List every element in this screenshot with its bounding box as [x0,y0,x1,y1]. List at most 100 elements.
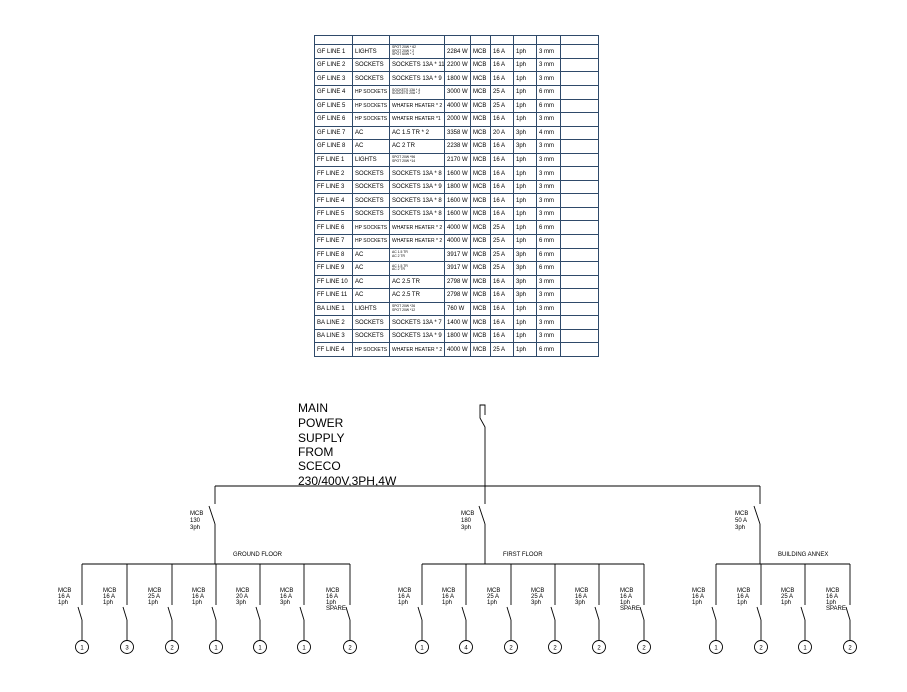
circuit-count-label: 2 [597,645,601,651]
table-cell: SPOT 20W * 62 SPOT 20W * 2 SPOT 60W * 1 [389,44,445,59]
table-cell: 1ph [513,98,537,114]
table-cell [560,98,599,114]
table-cell: GF LINE 2 [314,57,353,73]
table-cell: SOCKETS 13A * 9 [389,71,445,86]
feeder-rating-label: 16 A [575,594,587,600]
panel-title: GROUND FLOOR [233,552,283,558]
table-cell: 25 A [490,85,514,100]
circuit-count-marker [592,640,606,654]
feeder-phase-label: 1ph [398,600,408,606]
feeder-rating-label: 16 A [692,594,704,600]
main-breaker-phase-label: 3ph [461,525,471,531]
feeder-switch [255,606,261,621]
main-breaker-phase-label: 3ph [735,525,745,531]
main-breaker-switch [753,505,761,525]
circuit-count-label: 2 [348,645,352,651]
feeder-rating-label: 16 A [398,594,410,600]
supply-line: SUPPLY [298,431,344,445]
circuit-count-marker [709,640,723,654]
feeder-type-label: MCB [826,588,839,594]
feeder-switch [845,606,851,621]
feeder-type-label: MCB [442,588,455,594]
feeder-phase-label: 1ph [442,600,452,606]
supply-arrow [479,404,486,486]
feeder-type-label: MCB [737,588,750,594]
feeder-phase-label: 3ph [236,600,246,606]
feeder-switch [461,606,467,621]
supply-line: SCECO [298,459,341,473]
feeder-switch [122,606,128,621]
feeder-rating-label: 16 A [326,594,338,600]
circuit-count-label: 3 [125,645,129,651]
feeder-type-label: MCB [620,588,633,594]
circuit-count-label: 2 [848,645,852,651]
circuit-count-marker [504,640,518,654]
circuit-count-label: 2 [553,645,557,651]
feeder-type-label: MCB [398,588,411,594]
feeder-rating-label: 16 A [192,594,204,600]
feeder-switch [639,606,645,621]
feeder-switch [756,606,762,621]
circuit-count-marker [120,640,134,654]
circuit-count-marker [843,640,857,654]
feeder-phase-label: 1ph [781,600,791,606]
feeder-switch [167,606,173,621]
feeder-type-label: MCB [148,588,161,594]
table-header-cell [560,34,599,46]
feeder-phase-label: 3ph [531,600,541,606]
table-cell: WHATER HEATER * 2 [389,342,445,357]
feeder-phase-label: 1ph [326,600,336,606]
main-breaker-type-label: MCB [461,511,474,517]
circuit-count-label: 1 [80,645,84,651]
circuit-count-marker [297,640,311,654]
table-cell: GF LINE 6 [314,112,353,127]
table-cell: 3 mm [536,112,561,127]
feeder-phase-label: 1ph [826,600,836,606]
feeder-switch [345,606,351,621]
circuit-count-label: 4 [464,645,468,651]
supply-label: MAIN POWER SUPPLY FROM SCECO 230/400V,3P… [298,401,397,488]
main-breaker-switch [478,505,486,525]
table-cell: 4000 W [444,98,471,114]
table-cell [560,71,599,86]
circuit-count-label: 1 [214,645,218,651]
feeder-rating-label: 25 A [781,594,793,600]
feeder-rating-label: 16 A [58,594,70,600]
circuit-count-label: 2 [509,645,513,651]
feeder-type-label: MCB [58,588,71,594]
feeder-spare-label: SPARE [826,606,846,612]
feeder-type-label: MCB [326,588,339,594]
circuit-count-label: 1 [258,645,262,651]
supply-line: POWER [298,416,344,430]
feeder-phase-label: 1ph [148,600,158,606]
main-breaker-rating-label: 50 A [735,518,747,524]
feeder-switch [417,606,423,621]
feeder-type-label: MCB [192,588,205,594]
feeder-type-label: MCB [531,588,544,594]
feeder-phase-label: 1ph [487,600,497,606]
feeder-rating-label: 16 A [103,594,115,600]
feeder-switch [550,606,556,621]
table-cell: 25 A [490,342,514,357]
feeder-phase-label: 1ph [192,600,202,606]
table-cell: SOCKETS 13A * 4 SOCKETS 20A * 2 [389,85,445,100]
circuit-count-marker [165,640,179,654]
main-breaker-rating-label: 180 [461,518,472,524]
feeder-phase-label: 1ph [620,600,630,606]
table-cell: MCB [470,57,491,73]
main-breaker-switch [208,505,216,525]
table-cell: GF LINE 3 [314,71,353,86]
main-breaker-type-label: MCB [735,511,748,517]
main-breaker-type-label: MCB [190,511,203,517]
